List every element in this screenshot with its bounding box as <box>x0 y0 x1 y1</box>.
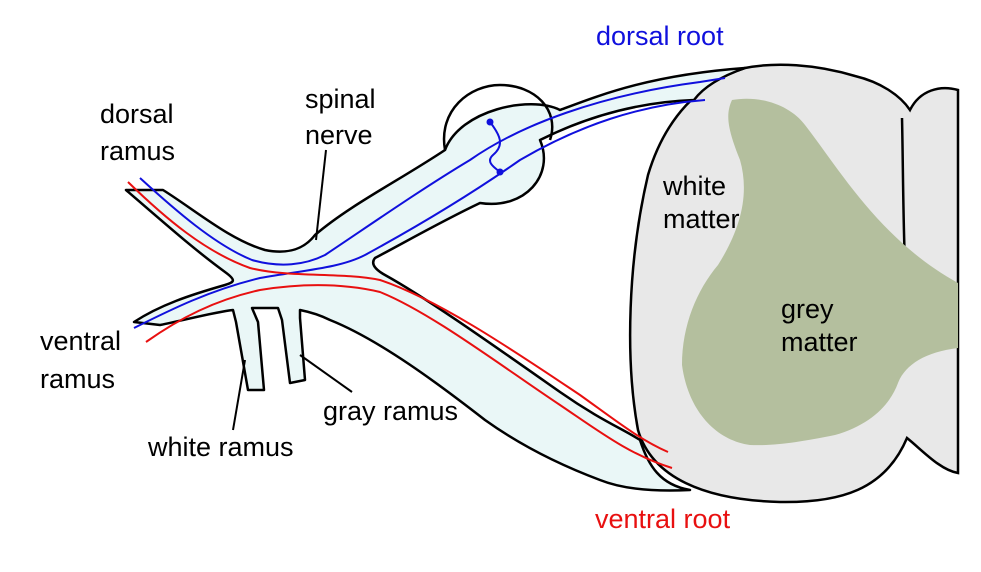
ganglion-cell-body-lower <box>496 168 504 176</box>
spinal-nerve-label-line2: nerve <box>305 120 373 150</box>
grey-matter-label-line2: matter <box>781 327 858 357</box>
spinal-cord-grey-matter <box>682 98 958 446</box>
dorsal-ramus-label-line1: dorsal <box>100 99 174 129</box>
ganglion-cell-process <box>489 121 501 173</box>
dorsal-root-label: dorsal root <box>596 21 724 51</box>
ventral-root-label: ventral root <box>595 504 731 534</box>
motor-fiber-upper <box>127 181 669 453</box>
white-matter-label-line2: matter <box>663 204 740 234</box>
motor-fiber-lower <box>145 284 673 469</box>
spinal-nerve-leader <box>315 149 327 241</box>
ventral-ramus-label-line1: ventral <box>40 326 121 356</box>
grey-matter-label-line1: grey <box>781 294 834 324</box>
gray-ramus-leader <box>299 354 353 393</box>
white-ramus-leader <box>232 359 246 431</box>
ventral-ramus-label-line2: ramus <box>40 364 115 394</box>
gray-ramus-label: gray ramus <box>323 396 458 426</box>
ganglion-cell-body-upper <box>486 118 494 126</box>
spinal-nerve-label-line1: spinal <box>305 84 376 114</box>
white-matter-label-line1: white <box>662 171 726 201</box>
sensory-fiber-upper <box>139 77 726 266</box>
dorsal-root-ganglion <box>442 83 554 151</box>
dorsal-ramus-label-line2: ramus <box>100 136 175 166</box>
white-ramus-label: white ramus <box>147 432 294 462</box>
sensory-fiber-lower <box>133 99 706 329</box>
nerve-trunk <box>124 66 747 492</box>
